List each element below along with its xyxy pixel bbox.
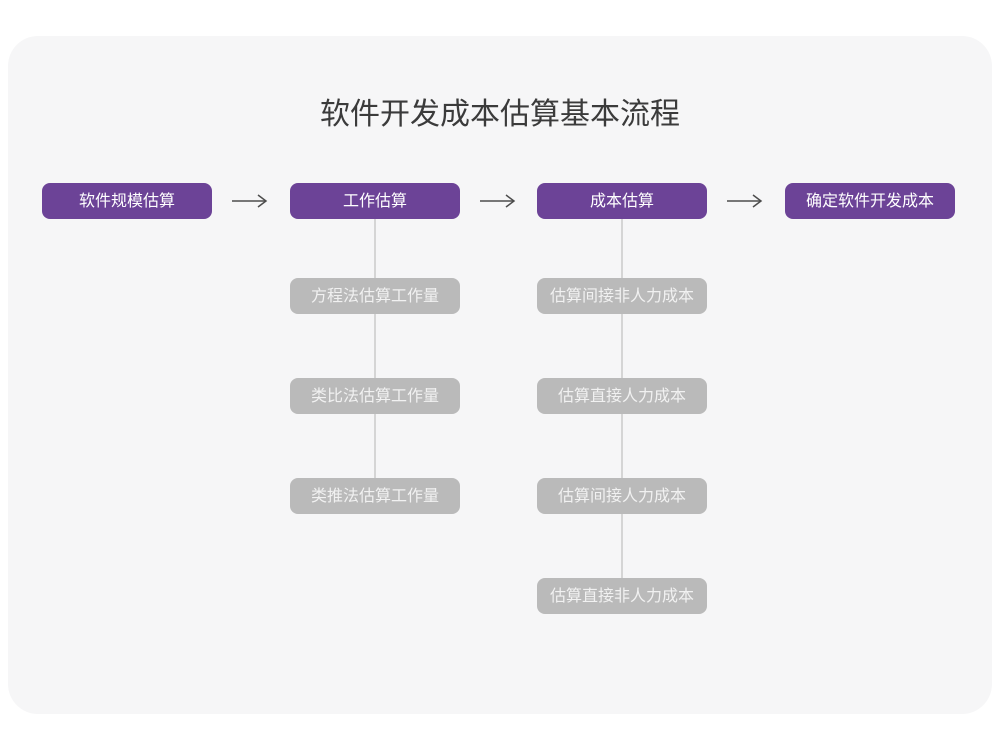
- node-analogy-method: 类比法估算工作量: [290, 378, 460, 414]
- node-direct-labor-cost: 估算直接人力成本: [537, 378, 707, 414]
- arrow-right-icon: [727, 194, 763, 208]
- node-extrapolation-method: 类推法估算工作量: [290, 478, 460, 514]
- node-work-estimation: 工作估算: [290, 183, 460, 219]
- node-determine-dev-cost: 确定软件开发成本: [785, 183, 955, 219]
- diagram-card: [8, 36, 992, 714]
- node-cost-estimation: 成本估算: [537, 183, 707, 219]
- arrow-right-icon: [480, 194, 516, 208]
- node-indirect-nonlabor-cost: 估算间接非人力成本: [537, 278, 707, 314]
- connector-work-estimation: [374, 218, 376, 478]
- node-software-scale-estimation: 软件规模估算: [42, 183, 212, 219]
- node-equation-method: 方程法估算工作量: [290, 278, 460, 314]
- node-direct-nonlabor-cost: 估算直接非人力成本: [537, 578, 707, 614]
- arrow-right-icon: [232, 194, 268, 208]
- node-indirect-labor-cost: 估算间接人力成本: [537, 478, 707, 514]
- diagram-title: 软件开发成本估算基本流程: [320, 97, 680, 132]
